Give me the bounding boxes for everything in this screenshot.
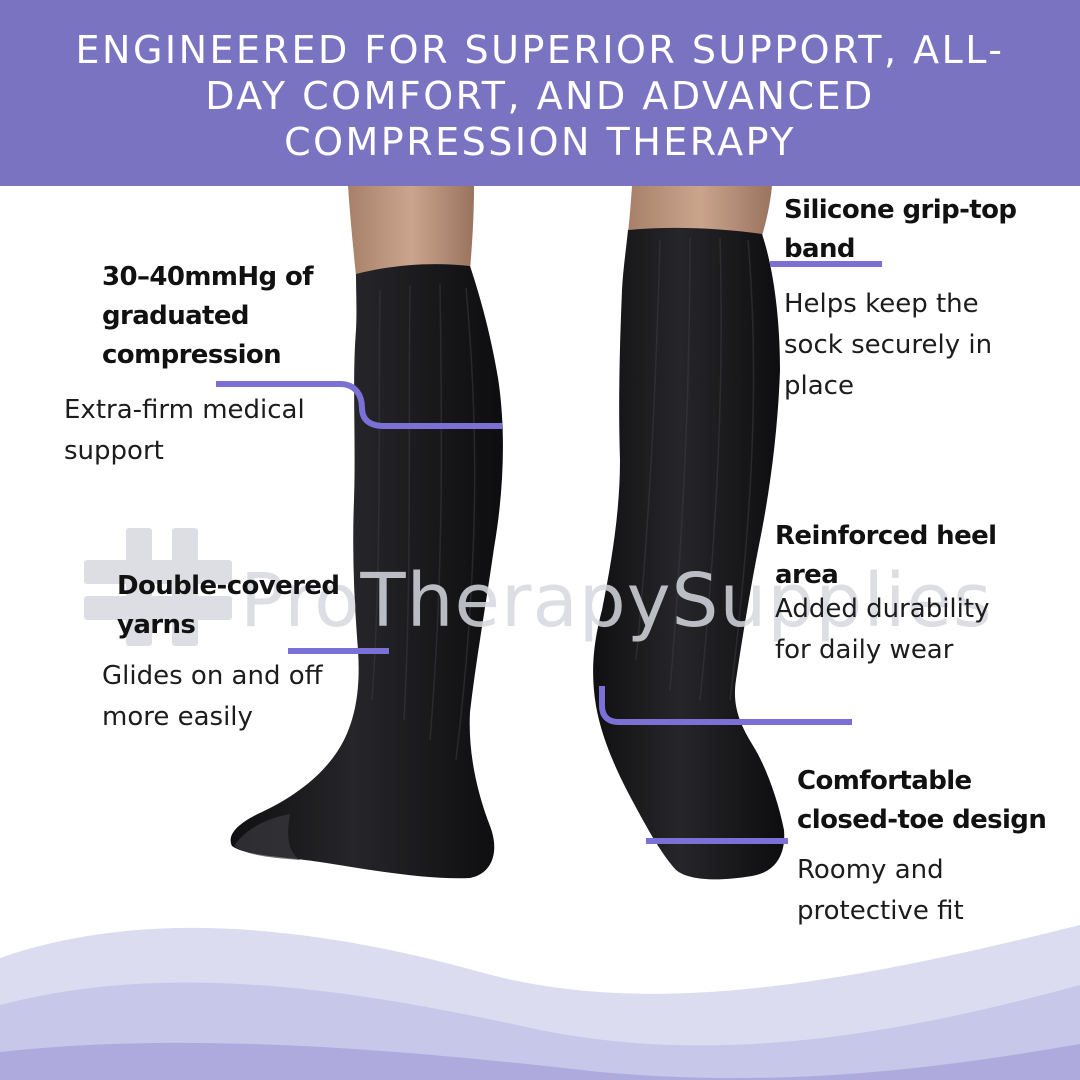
callout-description: Extra-firm medical support: [64, 395, 305, 466]
headline: ENGINEERED FOR SUPERIOR SUPPORT, ALL-DAY…: [75, 28, 1005, 164]
callout-yarns: Double-covered yarns Glides on and off m…: [102, 567, 387, 738]
callout-description: Roomy and protective fit: [797, 855, 964, 926]
callout-title: Comfortable closed-toe design: [797, 766, 1047, 835]
leader-line-compression: [216, 381, 502, 429]
callout-title: 30–40mmHg of graduated compression: [102, 262, 314, 370]
callout-description: Helps keep the sock securely in place: [784, 289, 993, 401]
callout-title: Reinforced heel area: [775, 521, 997, 590]
callout-heel: Reinforced heel area Added durability fo…: [775, 517, 1065, 671]
right-leg-skin: [628, 186, 772, 236]
left-sock: [230, 264, 503, 879]
left-leg-skin: [348, 186, 474, 276]
callout-title: Silicone grip-top band: [784, 195, 1017, 264]
wave-front: [0, 1042, 1080, 1080]
watermark-logo-mark: [84, 528, 232, 646]
leader-line-heel: [599, 686, 852, 725]
right-sock-ribs: [635, 237, 755, 701]
right-sock: [593, 227, 785, 880]
header-banner: ENGINEERED FOR SUPERIOR SUPPORT, ALL-DAY…: [0, 0, 1080, 186]
callout-description: Added durability for daily wear: [775, 594, 990, 665]
callout-toe: Comfortable closed-toe design Roomy and …: [797, 762, 1077, 932]
callout-description: Glides on and off more easily: [102, 661, 323, 732]
callout-grip-top: Silicone grip-top band Helps keep the so…: [784, 191, 1064, 407]
callout-leader-lines: [216, 261, 882, 844]
left-sock-toe-shade: [234, 814, 300, 860]
callout-compression: 30–40mmHg of graduated compression Extra…: [64, 258, 372, 466]
watermark-text: ProTherapySupplies: [240, 558, 993, 644]
callout-title: Double-covered yarns: [117, 571, 340, 640]
left-sock-ribs: [371, 283, 476, 761]
